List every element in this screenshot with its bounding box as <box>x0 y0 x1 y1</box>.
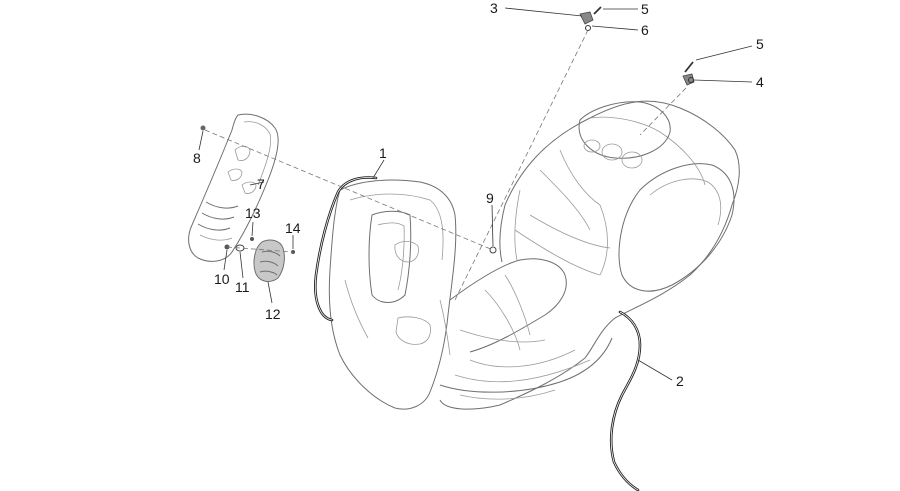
screw-8 <box>200 125 206 131</box>
screw-5-top <box>593 6 602 15</box>
nut-9 <box>489 246 497 254</box>
assembly-lines <box>204 29 687 301</box>
callout-11: 11 <box>235 279 250 295</box>
callout-4: 4 <box>756 74 764 90</box>
screw-13 <box>250 237 254 241</box>
leader-lines <box>198 7 753 381</box>
callout-2: 2 <box>676 373 684 389</box>
callout-labels: 3 5 6 5 4 1 7 8 9 10 11 12 13 14 2 <box>193 0 764 389</box>
callout-12: 12 <box>265 306 281 322</box>
nut-6 <box>585 25 591 31</box>
clip-3 <box>579 11 594 25</box>
clip-4 <box>682 73 695 86</box>
callout-1: 1 <box>379 145 387 161</box>
callout-7: 7 <box>257 176 265 192</box>
horn-cover-grille <box>188 113 279 262</box>
legshield-edge-seal <box>314 176 378 322</box>
screw-5-right <box>684 61 694 73</box>
callout-8: 8 <box>193 150 201 166</box>
callout-10: 10 <box>214 271 230 287</box>
callout-5-right: 5 <box>756 36 764 52</box>
callout-14: 14 <box>285 220 301 236</box>
scooter-body-frame <box>439 100 740 410</box>
horn-12 <box>253 239 285 282</box>
callout-13: 13 <box>245 205 261 221</box>
callout-6: 6 <box>641 22 649 38</box>
callout-9: 9 <box>486 190 494 206</box>
legshield-panel <box>328 179 457 410</box>
callout-5-top: 5 <box>641 1 649 17</box>
callout-3: 3 <box>490 0 498 16</box>
floor-edge-seal <box>609 310 642 491</box>
